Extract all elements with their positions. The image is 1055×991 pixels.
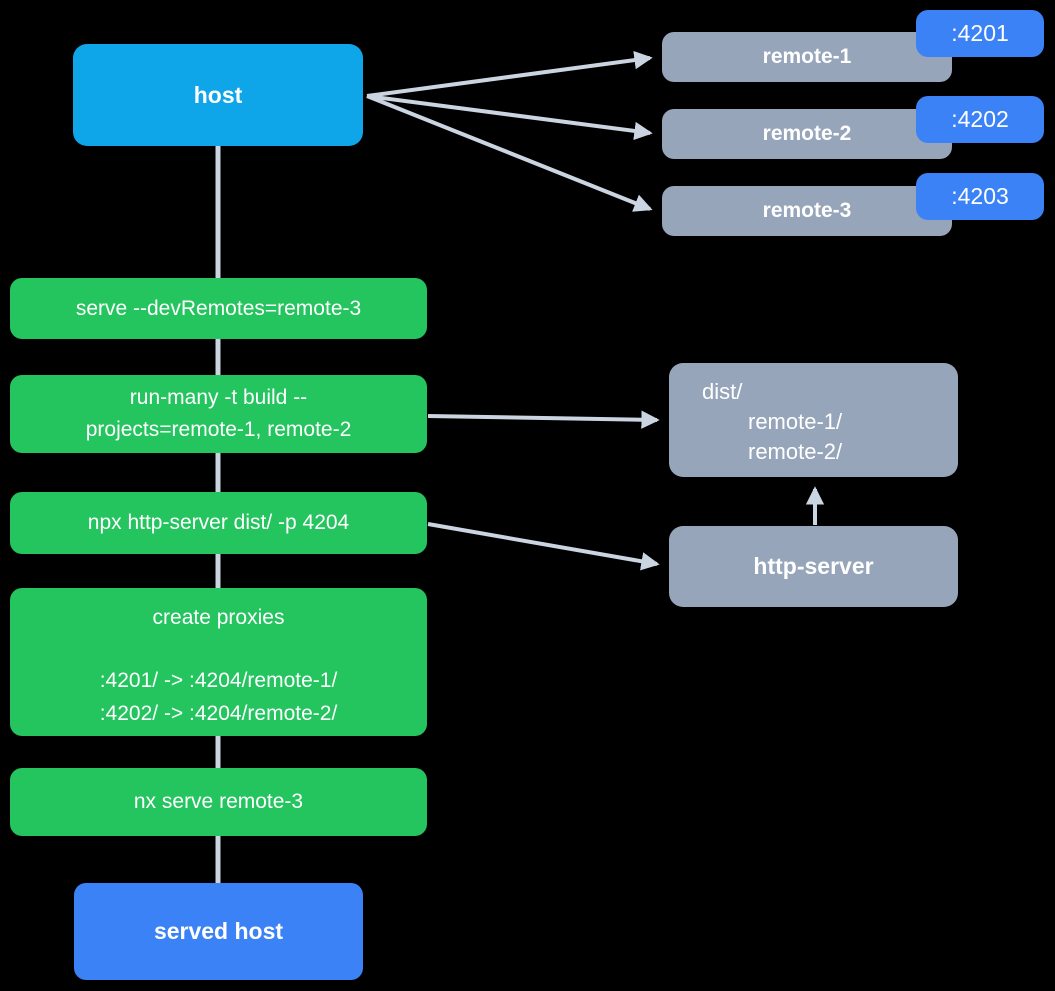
served-host-label: served host bbox=[153, 918, 284, 944]
dist-folder-node: dist/ remote-1/ remote-2/ bbox=[669, 363, 958, 477]
edge-host-remote-2 bbox=[366, 94, 653, 141]
host-node: host bbox=[73, 44, 363, 146]
proxy-mapping-2: :4202/ -> :4204/remote-2/ bbox=[99, 702, 338, 725]
remote-2-node: remote-2 bbox=[662, 109, 952, 159]
command-run-many-line2: projects=remote-1, remote-2 bbox=[85, 418, 352, 441]
command-create-proxies: create proxies :4201/ -> :4204/remote-1/… bbox=[10, 588, 427, 736]
host-label: host bbox=[193, 81, 243, 108]
remote-3-label: remote-3 bbox=[762, 199, 852, 222]
command-nx-serve-remote3-label: nx serve remote-3 bbox=[133, 790, 304, 813]
served-host-node: served host bbox=[74, 883, 363, 980]
edge-host-remote-3 bbox=[366, 94, 653, 212]
command-run-many-build: run-many -t build -- projects=remote-1, … bbox=[10, 375, 427, 453]
remote-1-port-badge: :4201 bbox=[916, 10, 1044, 57]
command-serve-devremotes-label: serve --devRemotes=remote-3 bbox=[75, 296, 362, 320]
remote-1-node: remote-1 bbox=[662, 32, 952, 82]
remote-1-label: remote-1 bbox=[762, 45, 852, 68]
remote-2-port-badge: :4202 bbox=[916, 96, 1044, 143]
command-npx-http-server: npx http-server dist/ -p 4204 bbox=[10, 492, 427, 554]
remote-1-port: :4201 bbox=[951, 20, 1009, 46]
dist-folder-root: dist/ bbox=[702, 379, 743, 404]
remote-3-port: :4203 bbox=[951, 183, 1009, 209]
edge-httpservercmd-httpserver bbox=[427, 522, 660, 571]
command-nx-serve-remote3: nx serve remote-3 bbox=[10, 768, 427, 836]
create-proxies-title: create proxies bbox=[152, 606, 285, 629]
remote-2-port: :4202 bbox=[951, 106, 1009, 132]
command-serve-devremotes: serve --devRemotes=remote-3 bbox=[10, 278, 427, 339]
command-run-many-line1: run-many -t build -- bbox=[129, 386, 308, 409]
edge-host-remote-1 bbox=[366, 50, 653, 98]
http-server-node: http-server bbox=[669, 526, 958, 607]
dist-folder-remote-1: remote-1/ bbox=[748, 409, 843, 434]
dist-folder-remote-2: remote-2/ bbox=[748, 439, 843, 464]
command-npx-http-server-label: npx http-server dist/ -p 4204 bbox=[87, 511, 350, 534]
remote-3-port-badge: :4203 bbox=[916, 173, 1044, 220]
proxy-mapping-1: :4201/ -> :4204/remote-1/ bbox=[99, 669, 338, 692]
remote-3-node: remote-3 bbox=[662, 186, 952, 236]
remote-2-label: remote-2 bbox=[762, 122, 852, 145]
edge-runmany-dist bbox=[427, 410, 660, 429]
http-server-label: http-server bbox=[753, 553, 874, 579]
